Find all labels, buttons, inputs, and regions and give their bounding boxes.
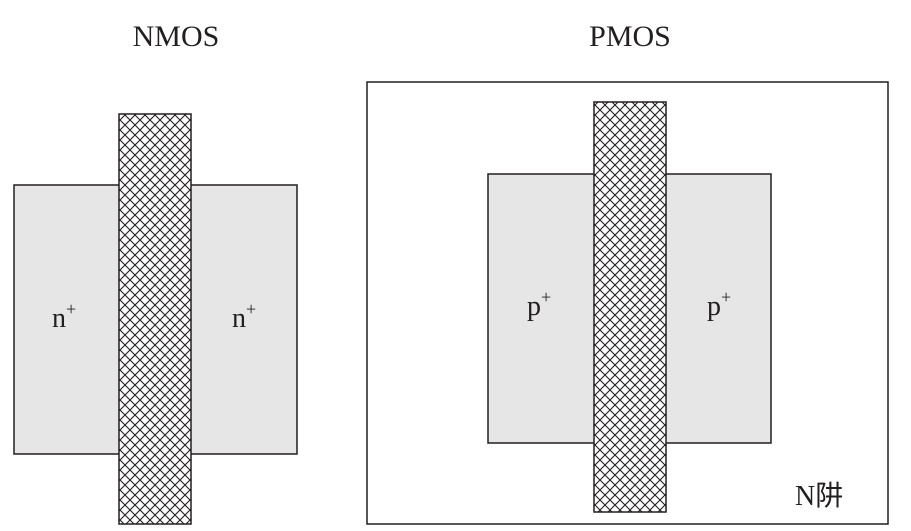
pmos-gate-poly (593, 101, 667, 513)
pmos-drain-label: p+ (707, 287, 731, 322)
n-well-label: N阱 (795, 480, 843, 512)
nmos-title: NMOS (133, 20, 220, 53)
nmos-source-label: n+ (52, 299, 76, 334)
nmos-drain-label: n+ (232, 299, 256, 334)
pmos-transistor: PMOS p+ p+ N阱 (366, 20, 889, 525)
nmos-transistor: NMOS n+ n+ (13, 20, 298, 525)
pmos-source-label: p+ (527, 287, 551, 322)
nmos-gate-poly (118, 113, 192, 525)
pmos-title: PMOS (589, 20, 671, 53)
